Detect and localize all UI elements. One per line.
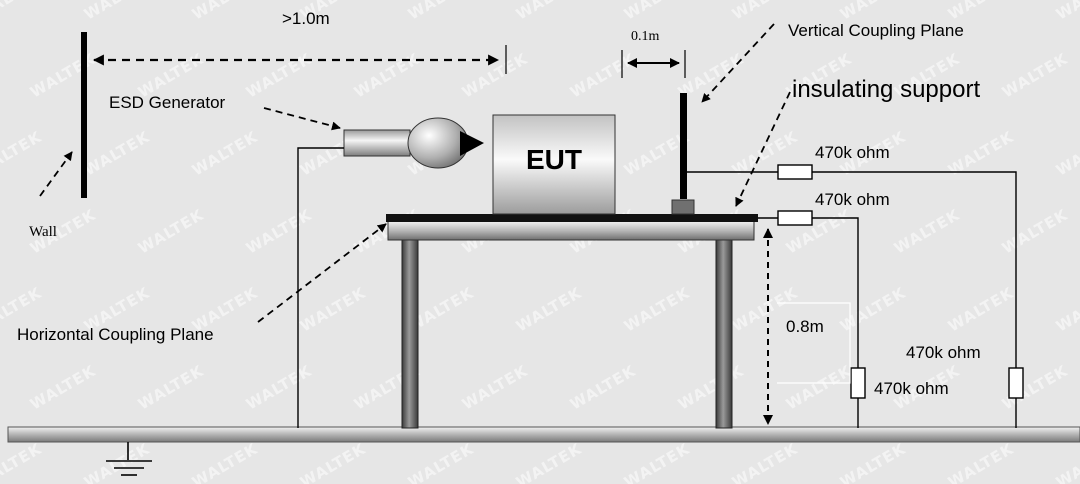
watermark-text: WALTEK xyxy=(351,49,423,101)
watermark-text: WALTEK xyxy=(999,205,1071,257)
watermark-text: WALTEK xyxy=(189,0,261,23)
table-leg-right xyxy=(715,239,733,429)
generator-ground-lead xyxy=(297,147,344,428)
watermark-text: WALTEK xyxy=(945,439,1017,484)
table-leg-left xyxy=(401,239,419,429)
eut-box xyxy=(492,114,616,215)
watermark-text: WALTEK xyxy=(81,0,153,23)
watermark-text: WALTEK xyxy=(513,439,585,484)
watermark-text: WALTEK xyxy=(1053,283,1080,335)
eut-label: EUT xyxy=(526,144,582,175)
vertical-coupling-plane xyxy=(680,93,687,199)
watermark-text: WALTEK xyxy=(297,283,369,335)
label-horizontal-coupling-plane: Horizontal Coupling Plane xyxy=(17,325,214,344)
watermark-text: WALTEK xyxy=(459,361,531,413)
resistor-vertical-mid xyxy=(850,367,866,399)
watermark-text: WALTEK xyxy=(189,127,261,179)
watermark-text: WALTEK xyxy=(189,439,261,484)
watermark-text: WALTEK xyxy=(729,439,801,484)
watermark-text: WALTEK xyxy=(999,49,1071,101)
watermark-text: WALTEK xyxy=(837,283,909,335)
ground-symbol-icon xyxy=(106,442,152,476)
watermark-text: WALTEK xyxy=(513,0,585,23)
watermark-text: WALTEK xyxy=(0,127,45,179)
dimension-wall-distance xyxy=(92,45,507,74)
watermark-text: WALTEK xyxy=(621,0,693,23)
label-vertical-coupling-plane: Vertical Coupling Plane xyxy=(788,21,964,40)
watermark-text: WALTEK xyxy=(837,0,909,23)
resistor-vertical-right xyxy=(1008,367,1024,399)
watermark-text: WALTEK xyxy=(621,439,693,484)
watermark-text: WALTEK xyxy=(81,127,153,179)
watermark-text: WALTEK xyxy=(27,361,99,413)
esd-generator xyxy=(343,117,484,169)
label-resistor-mid: 470k ohm xyxy=(874,379,949,398)
label-resistor-right: 470k ohm xyxy=(906,343,981,362)
label-esd-generator: ESD Generator xyxy=(109,93,226,112)
watermark-text: WALTEK xyxy=(675,361,747,413)
resistor-hcp xyxy=(777,210,813,226)
watermark-text: WALTEK xyxy=(567,361,639,413)
ground-plane xyxy=(7,426,1080,443)
watermark-text: WALTEK xyxy=(243,205,315,257)
watermark-text: WALTEK xyxy=(135,205,207,257)
watermark-text: WALTEK xyxy=(621,283,693,335)
watermark-text: WALTEK xyxy=(837,439,909,484)
watermark-text: WALTEK xyxy=(405,0,477,23)
watermark-text: WALTEK xyxy=(567,49,639,101)
watermark-text: WALTEK xyxy=(243,361,315,413)
watermark-text: WALTEK xyxy=(0,439,45,484)
label-distance-vcp: 0.1m xyxy=(631,29,660,44)
watermark-text: WALTEK xyxy=(729,0,801,23)
label-resistor-vcp: 470k ohm xyxy=(815,143,890,162)
resistor-network xyxy=(687,171,1017,428)
watermark-text: WALTEK xyxy=(783,361,855,413)
watermark-text: WALTEK xyxy=(945,283,1017,335)
table-top xyxy=(387,220,755,241)
watermark-text: WALTEK xyxy=(243,49,315,101)
watermark-text: WALTEK xyxy=(297,439,369,484)
horizontal-coupling-plane xyxy=(386,214,758,222)
leader-arrows xyxy=(39,23,791,323)
watermark-text: WALTEK xyxy=(405,439,477,484)
watermark-text: WALTEK xyxy=(1053,127,1080,179)
watermark-text: WALTEK xyxy=(945,0,1017,23)
watermark-text: WALTEK xyxy=(27,49,99,101)
insulating-support-block xyxy=(671,199,695,215)
wall xyxy=(81,32,87,198)
label-insulating-support: insulating support xyxy=(792,76,980,103)
resistor-vcp xyxy=(777,164,813,180)
label-resistor-hcp: 470k ohm xyxy=(815,190,890,209)
watermark-text: WALTEK xyxy=(513,283,585,335)
label-wall: Wall xyxy=(29,224,57,240)
watermark-text: WALTEK xyxy=(891,205,963,257)
watermark-text: WALTEK xyxy=(0,0,45,23)
watermark-text: WALTEK xyxy=(135,361,207,413)
height-label-bracket xyxy=(777,302,851,384)
label-distance-wall: >1.0m xyxy=(282,9,330,28)
label-table-height: 0.8m xyxy=(786,317,824,336)
watermark-text: WALTEK xyxy=(1053,0,1080,23)
dimension-vcp-distance xyxy=(621,50,686,78)
watermark-text: WALTEK xyxy=(459,49,531,101)
watermark-text: WALTEK xyxy=(1053,439,1080,484)
